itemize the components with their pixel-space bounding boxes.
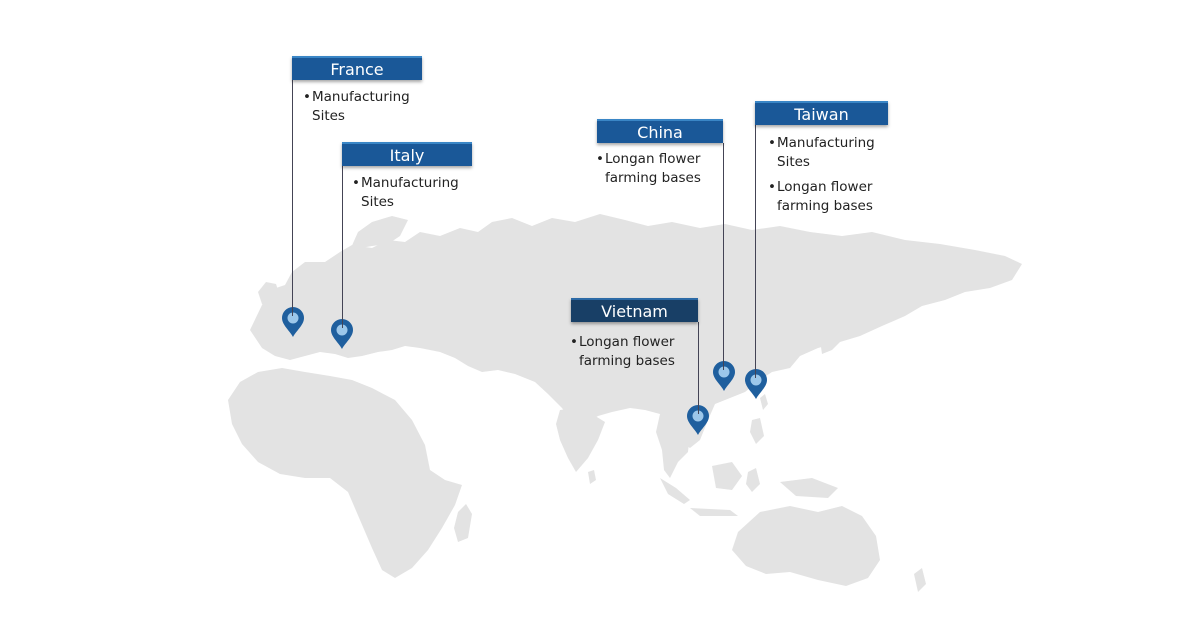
madagascar bbox=[454, 504, 472, 542]
philippines bbox=[750, 418, 764, 444]
borneo bbox=[712, 462, 742, 490]
new-guinea bbox=[780, 478, 838, 498]
leader-line-taiwan bbox=[755, 125, 756, 378]
location-label-vietnam: Vietnam bbox=[571, 298, 698, 322]
location-label-china: China bbox=[597, 119, 723, 143]
new-zealand bbox=[914, 568, 926, 592]
india-peninsula bbox=[556, 408, 605, 472]
location-bullets-vietnam: Longan flower farming bases bbox=[570, 333, 692, 377]
sulawesi bbox=[746, 468, 760, 492]
bullet-item: Manufacturing Sites bbox=[303, 88, 423, 126]
bullet-item: Manufacturing Sites bbox=[768, 134, 892, 172]
leader-line-china bbox=[723, 143, 724, 370]
location-bullets-france: Manufacturing Sites bbox=[303, 88, 423, 132]
java bbox=[690, 508, 738, 516]
map-pin-taiwan-icon bbox=[745, 369, 767, 399]
leader-line-france bbox=[292, 80, 293, 316]
taiwan-island bbox=[760, 394, 768, 410]
africa bbox=[228, 368, 462, 578]
location-bullets-italy: Manufacturing Sites bbox=[352, 174, 472, 218]
bullet-item: Longan flower farming bases bbox=[596, 150, 720, 188]
bullet-item: Manufacturing Sites bbox=[352, 174, 472, 212]
eurasia-landmass bbox=[250, 214, 1022, 448]
sri-lanka bbox=[588, 470, 596, 484]
leader-line-vietnam bbox=[698, 322, 699, 414]
location-label-taiwan: Taiwan bbox=[755, 101, 888, 125]
location-bullets-china: Longan flower farming bases bbox=[596, 150, 720, 194]
bullet-item: Longan flower farming bases bbox=[570, 333, 692, 371]
location-bullets-taiwan: Manufacturing Sites Longan flower farmin… bbox=[768, 134, 892, 222]
sumatra bbox=[660, 478, 690, 504]
scandinavia bbox=[350, 216, 408, 250]
australia bbox=[732, 506, 880, 586]
location-label-france: France bbox=[292, 56, 422, 80]
southeast-asia bbox=[656, 414, 690, 478]
bullet-item: Longan flower farming bases bbox=[768, 178, 892, 216]
location-label-italy: Italy bbox=[342, 142, 472, 166]
japan bbox=[820, 318, 854, 354]
british-isles bbox=[258, 282, 280, 306]
leader-line-italy bbox=[342, 166, 343, 328]
